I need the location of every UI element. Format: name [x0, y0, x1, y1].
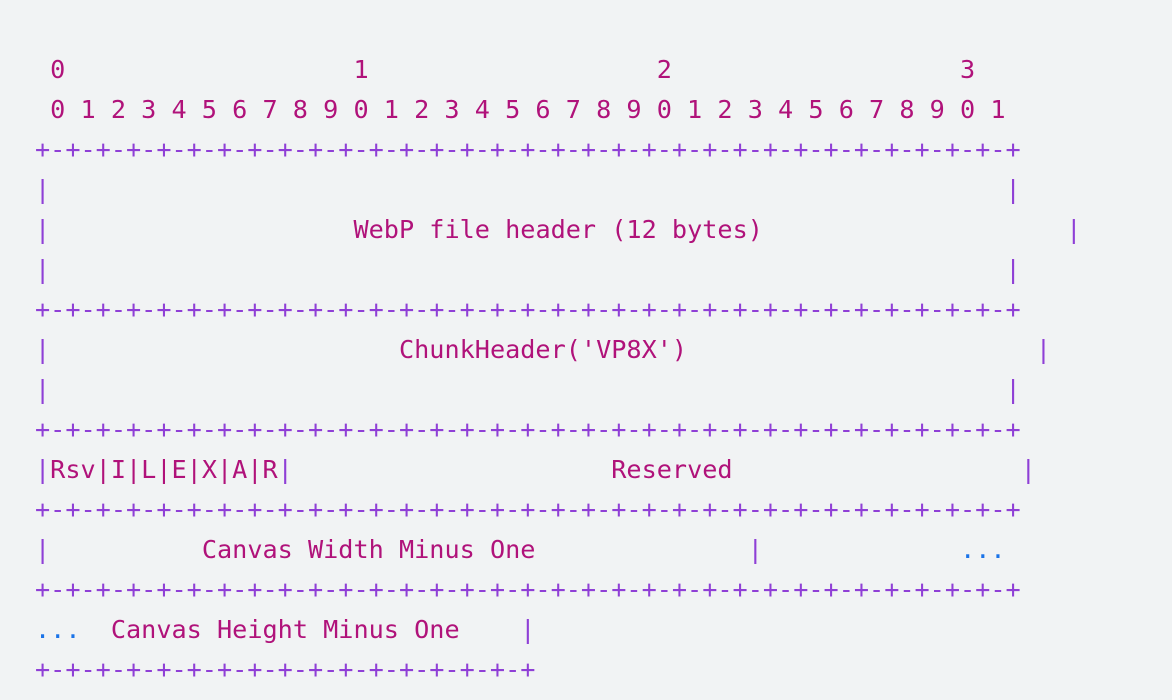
- canvas-width-row: | Canvas Width Minus One | ...: [35, 535, 1006, 564]
- separator-line-half: +-+-+-+-+-+-+-+-+-+-+-+-+-+-+-+-+: [35, 655, 536, 684]
- flags-row: |Rsv|I|L|E|X|A|R| Reserved |: [35, 455, 1036, 484]
- file-header-row-blank: | |: [35, 175, 1021, 204]
- file-header-label: WebP file header (12 bytes): [353, 215, 763, 244]
- canvas-height-label: Canvas Height Minus One: [110, 615, 460, 644]
- chunk-header-row: | ChunkHeader('VP8X') |: [35, 335, 1052, 364]
- chunk-header-label: ChunkHeader('VP8X'): [398, 335, 688, 364]
- continuation-ellipsis: ...: [960, 535, 1006, 564]
- continuation-ellipsis: ...: [35, 615, 81, 644]
- separator-line: +-+-+-+-+-+-+-+-+-+-+-+-+-+-+-+-+-+-+-+-…: [35, 495, 1021, 524]
- separator-line: +-+-+-+-+-+-+-+-+-+-+-+-+-+-+-+-+-+-+-+-…: [35, 415, 1021, 444]
- chunk-header-row-blank: | |: [35, 375, 1021, 404]
- file-header-row-blank: | |: [35, 255, 1021, 284]
- separator-line: +-+-+-+-+-+-+-+-+-+-+-+-+-+-+-+-+-+-+-+-…: [35, 295, 1021, 324]
- reserved-label: Reserved: [611, 455, 733, 484]
- flags-label: Rsv|I|L|E|X|A|R: [50, 455, 278, 484]
- file-header-row: | WebP file header (12 bytes) |: [35, 215, 1082, 244]
- separator-line: +-+-+-+-+-+-+-+-+-+-+-+-+-+-+-+-+-+-+-+-…: [35, 135, 1021, 164]
- vp8x-chunk-diagram: 0 1 2 3 0 1 2 3 4 5 6 7 8 9 0 1 2 3 4 5 …: [35, 45, 1135, 695]
- canvas-width-label: Canvas Width Minus One: [201, 535, 536, 564]
- separator-line: +-+-+-+-+-+-+-+-+-+-+-+-+-+-+-+-+-+-+-+-…: [35, 575, 1021, 604]
- canvas-height-row: ... Canvas Height Minus One |: [35, 615, 536, 644]
- bit-ruler-tens: 0 1 2 3: [35, 55, 976, 84]
- bit-ruler-units: 0 1 2 3 4 5 6 7 8 9 0 1 2 3 4 5 6 7 8 9 …: [35, 95, 1006, 124]
